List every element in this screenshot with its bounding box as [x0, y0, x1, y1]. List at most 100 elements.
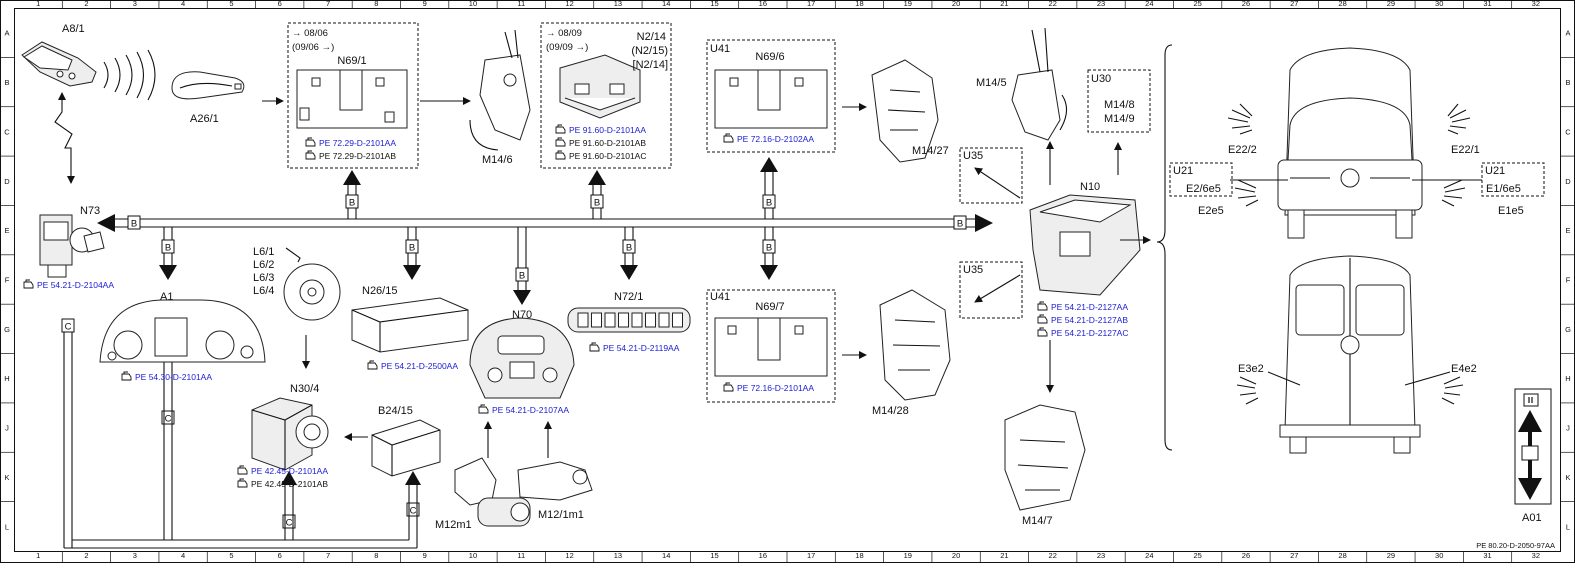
reference-text: PE 91.60-D-2101AC	[569, 151, 647, 161]
component-label-m14-8: M14/8	[1104, 99, 1135, 111]
grid-col-label: 3	[133, 551, 137, 560]
hand-pointer-icon	[237, 478, 248, 488]
grid-col-label: 13	[614, 0, 622, 8]
hand-pointer-icon	[1037, 327, 1048, 337]
grid-col-label: 24	[1145, 0, 1153, 8]
grid-row-label: G	[4, 325, 10, 334]
reference-link[interactable]: PE 72.29-D-2101AA	[319, 138, 396, 148]
grid-row-label: J	[1566, 424, 1570, 433]
hand-pointer-icon	[23, 279, 34, 289]
control-unit-icon	[714, 317, 828, 377]
component-label-l6-1: L6/1	[253, 246, 274, 258]
grid-col-label: 9	[423, 551, 427, 560]
grid-col-label: 4	[181, 0, 185, 8]
reference-text: PE 72.29-D-2101AB	[319, 151, 396, 161]
reference-link[interactable]: PE 54.21-D-2104AA	[37, 280, 114, 290]
bus-label: B	[165, 243, 171, 254]
grid-col-label: 26	[1242, 551, 1250, 560]
grid-col-label: 23	[1097, 0, 1105, 8]
component-label-e22-1: E22/1	[1451, 144, 1480, 156]
grid-col-label: 11	[517, 0, 525, 8]
can-bus-b	[97, 157, 993, 305]
component-label-n72-1: N72/1	[614, 291, 643, 303]
grid-col-label: 12	[565, 0, 573, 8]
component-label-n26-15: N26/15	[362, 285, 397, 297]
component-label-u41-top: U41	[710, 43, 730, 55]
reference-link[interactable]: PE 54.21-D-2127AC	[1051, 328, 1129, 338]
grid-row-label: E	[4, 226, 9, 235]
grid-col-label: 25	[1193, 0, 1201, 8]
grid-col-label: 29	[1387, 551, 1395, 560]
ignition-switch-icon	[39, 214, 105, 278]
component-label-m14-5: M14/5	[976, 77, 1007, 89]
hand-pointer-icon	[305, 150, 316, 160]
bus-label: B	[349, 198, 355, 209]
reference-link[interactable]: PE 54.21-D-2127AA	[1051, 302, 1128, 312]
reference-link[interactable]: PE 54.21-D-2107AA	[492, 405, 569, 415]
component-label-e1e5: E1e5	[1498, 205, 1524, 217]
reference-link[interactable]: PE 54.21-D-2119AA	[603, 343, 680, 353]
component-label-n10: N10	[1080, 181, 1100, 193]
hand-pointer-icon	[237, 465, 248, 475]
motor-icon	[517, 461, 593, 501]
reference-text: PE 91.60-D-2101AB	[569, 138, 646, 148]
navigation-arrow-icon[interactable]	[1514, 388, 1552, 505]
grid-row-label: A	[4, 29, 9, 38]
grid-col-label: 5	[229, 551, 233, 560]
component-label-doc-id: PE 80.20-D-2050-97AA	[1476, 541, 1555, 550]
grid-col-label: 27	[1290, 551, 1298, 560]
component-label-n69-6: N69/6	[755, 51, 784, 63]
grid-col-label: 15	[710, 551, 718, 560]
reference-link[interactable]: PE 54.21-D-2500AA	[381, 361, 458, 371]
door-lock-icon	[871, 59, 939, 163]
overhead-control-panel-icon	[469, 317, 575, 399]
reference-link[interactable]: PE 42.45-D-2101AA	[251, 466, 328, 476]
hand-pointer-icon	[478, 404, 489, 414]
grid-row-label: G	[1565, 325, 1571, 334]
component-label-m14-27: M14/27	[912, 145, 949, 157]
component-label-e3e2: E3e2	[1238, 363, 1264, 375]
bus-label: B	[594, 198, 600, 209]
grid-col-label: 9	[423, 0, 427, 8]
grid-col-label: 6	[278, 0, 282, 8]
component-label-a01: A01	[1522, 512, 1542, 524]
hand-pointer-icon	[723, 133, 734, 143]
grid-row-label: C	[4, 127, 10, 136]
grid-row-label: K	[4, 473, 9, 482]
grid-row-label: L	[5, 522, 9, 531]
grid-col-label: 30	[1435, 551, 1443, 560]
grid-col-label: 6	[278, 551, 282, 560]
grid-col-label: 4	[181, 551, 185, 560]
component-label-m12m1: M12m1	[435, 519, 472, 531]
grid-col-label: 25	[1193, 551, 1201, 560]
grid-col-label: 17	[807, 551, 815, 560]
grid-col-label: 21	[1000, 551, 1008, 560]
can-bus-c	[63, 332, 418, 549]
component-label-u21-left: U21	[1173, 165, 1193, 177]
hand-pointer-icon	[1037, 301, 1048, 311]
grid-row-label: C	[1565, 127, 1571, 136]
reference-link[interactable]: PE 54.21-D-2127AB	[1051, 315, 1128, 325]
grid-col-label: 12	[565, 551, 573, 560]
door-lock-icon	[879, 289, 951, 401]
reference-link[interactable]: PE 72.16-D-2101AA	[737, 383, 814, 393]
component-label-u35-bot: U35	[963, 264, 983, 276]
grid-col-label: 31	[1483, 0, 1491, 8]
component-label-m12-1m1: M12/1m1	[538, 509, 584, 521]
grid-row-label: B	[4, 78, 9, 87]
reference-link[interactable]: PE 72.16-D-2102AA	[737, 134, 814, 144]
grid-row-label: E	[1565, 226, 1570, 235]
grid-col-label: 14	[662, 0, 670, 8]
reference-link[interactable]: PE 91.60-D-2101AA	[569, 125, 646, 135]
reference-link[interactable]: PE 54.30-D-2101AA	[135, 372, 212, 382]
hand-pointer-icon	[1037, 314, 1048, 324]
control-unit-icon	[296, 69, 408, 129]
bus-label: B	[131, 219, 137, 230]
component-label-n69-7: N69/7	[755, 301, 784, 313]
grid-col-label: 28	[1338, 551, 1346, 560]
grid-col-label: 13	[614, 551, 622, 560]
grid-col-label: 1	[36, 0, 40, 8]
component-label-l6-4: L6/4	[253, 285, 274, 297]
